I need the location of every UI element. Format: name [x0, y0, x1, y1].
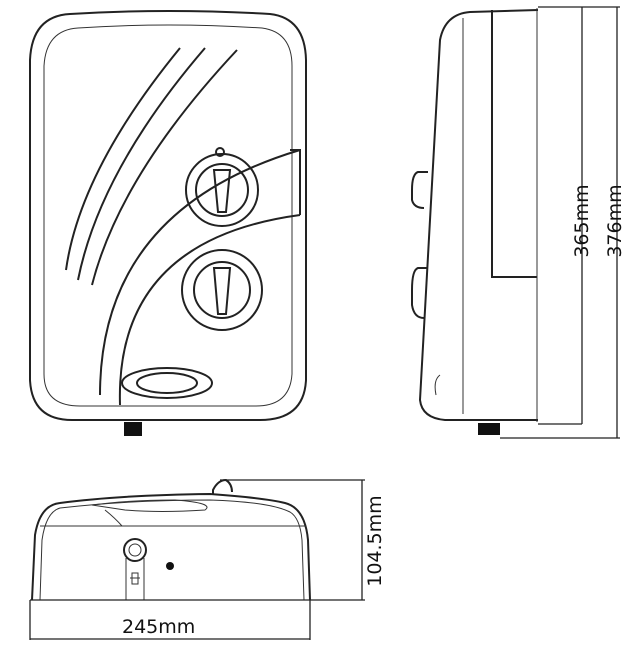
swoosh-3: [91, 49, 238, 286]
power-knob[interactable]: [181, 249, 263, 331]
width-label: 245mm: [122, 616, 196, 638]
water-inlet-connector: [123, 538, 147, 600]
side-view: [411, 6, 620, 439]
water-inlet: [124, 422, 142, 436]
swoosh-1: [65, 47, 181, 271]
inner-height-label: 365mm: [571, 184, 593, 258]
overall-height-label: 376mm: [604, 184, 626, 258]
swoosh-2: [77, 47, 206, 281]
swoosh-panel: [99, 149, 301, 406]
bottom-view: [29, 478, 365, 640]
temperature-knob[interactable]: [185, 153, 259, 227]
depth-label: 104.5mm: [364, 495, 386, 587]
start-stop-button[interactable]: [121, 367, 213, 399]
depth-width-dimension-lines: [29, 479, 365, 640]
height-dimension-lines: [500, 6, 620, 439]
front-view: [29, 10, 307, 436]
